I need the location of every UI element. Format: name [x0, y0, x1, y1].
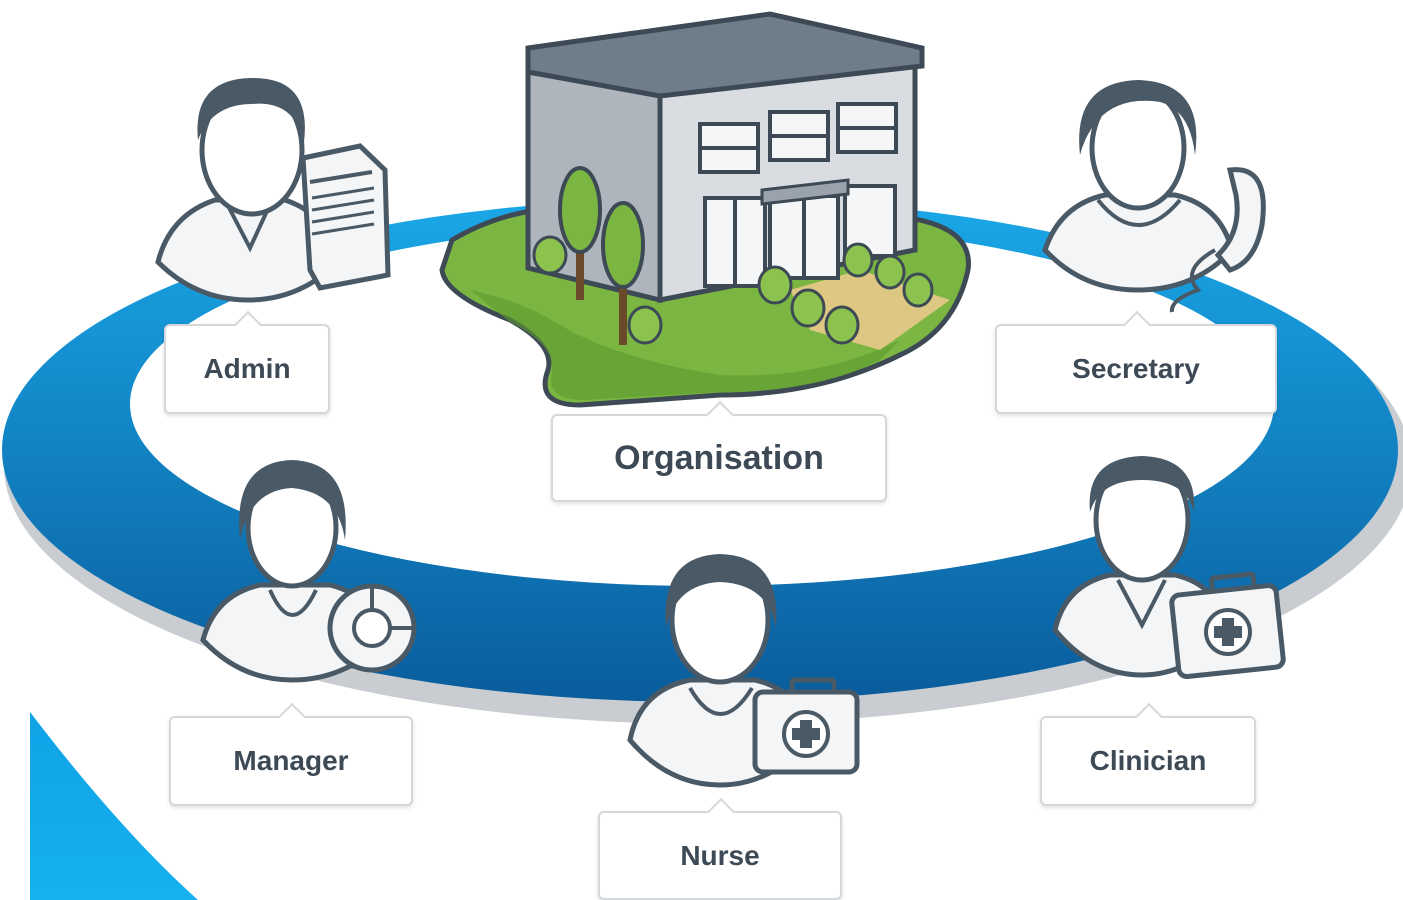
secretary-label: Secretary — [1072, 353, 1200, 384]
nurse-label-box: Nurse — [598, 811, 842, 900]
secretary-label-box: Secretary — [995, 324, 1277, 414]
organisation-label: Organisation — [614, 438, 824, 477]
nurse-label: Nurse — [680, 839, 760, 871]
clinician-person-medkit-icon — [1052, 456, 1286, 680]
pie-chart-icon — [327, 583, 417, 673]
bush-icons — [532, 235, 934, 345]
manager-label: Manager — [233, 745, 349, 776]
office-building-icon — [439, 11, 971, 408]
corner-sweep — [30, 712, 198, 900]
grass-shade — [470, 290, 900, 400]
phone-icon — [1169, 167, 1266, 313]
clinician-label: Clinician — [1089, 745, 1207, 776]
organisation-label-box: Organisation — [551, 414, 887, 502]
medkit-icon — [752, 677, 860, 775]
tree-icon — [558, 166, 645, 345]
admin-label: Admin — [203, 353, 291, 384]
medkit-icon — [1169, 571, 1286, 680]
ring-inner — [130, 222, 1274, 586]
clinician-label-box: Clinician — [1040, 716, 1256, 806]
manager-label-box: Manager — [169, 716, 413, 806]
admin-label-box: Admin — [164, 324, 330, 414]
admin-person-document-icon — [155, 77, 391, 303]
manager-person-chart-icon — [200, 460, 417, 683]
secretary-person-phone-icon — [1042, 80, 1266, 313]
building-roof — [525, 11, 925, 99]
entrance-canopy — [760, 178, 850, 206]
document-icon — [300, 143, 391, 291]
nurse-person-medkit-icon — [627, 554, 860, 788]
